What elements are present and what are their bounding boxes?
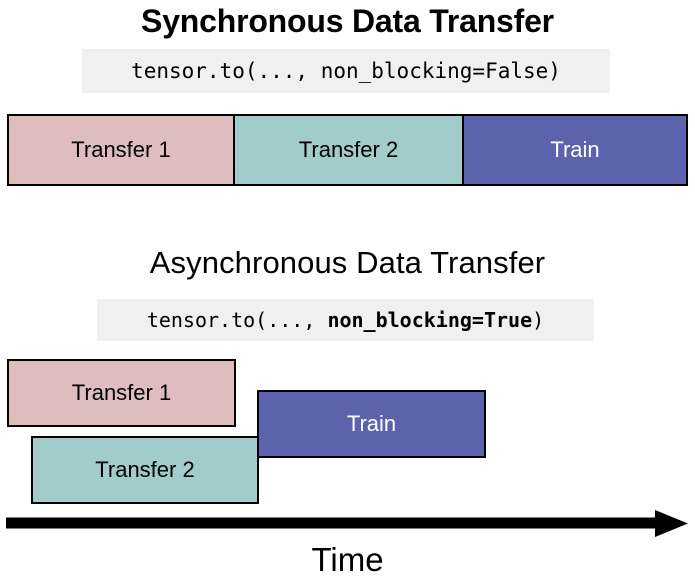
sync-block-train: Train	[462, 114, 688, 186]
async-code-chip: tensor.to(..., non_blocking=True)	[97, 299, 594, 341]
async-block-transfer-1: Transfer 1	[7, 359, 236, 427]
async-section-title: Asynchronous Data Transfer	[149, 245, 546, 280]
block-label: Train	[550, 137, 600, 162]
time-axis-label: Time	[311, 541, 384, 578]
sync-code-emphasis: non_blocking=False	[320, 59, 549, 83]
sync-code-suffix: )	[548, 59, 561, 83]
block-label: Train	[346, 411, 397, 436]
sync-section-title: Synchronous Data Transfer	[141, 3, 554, 39]
async-code-emphasis: non_blocking=True	[327, 308, 533, 332]
sync-block-transfer-2: Transfer 2	[233, 114, 464, 186]
block-label: Transfer 2	[298, 137, 399, 162]
sync-block-transfer-1: Transfer 1	[7, 114, 235, 186]
sync-code-chip: tensor.to(..., non_blocking=False)	[82, 49, 610, 93]
async-code-suffix: )	[532, 308, 545, 332]
block-label: Transfer 1	[71, 380, 172, 405]
time-axis	[0, 508, 695, 540]
block-label: Transfer 1	[71, 137, 171, 162]
async-code-prefix: tensor.to(...,	[146, 308, 328, 332]
arrow-right-icon	[6, 510, 688, 537]
block-label: Transfer 2	[95, 457, 195, 482]
async-block-transfer-2: Transfer 2	[31, 436, 259, 504]
async-block-train: Train	[257, 390, 486, 458]
sync-code-prefix: tensor.to(...,	[131, 59, 321, 83]
